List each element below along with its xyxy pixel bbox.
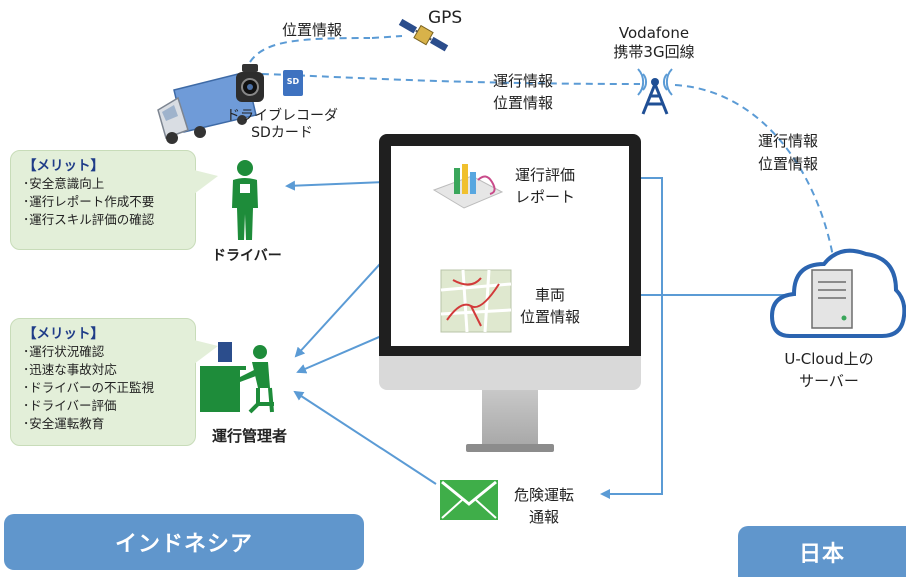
truck-tower-link-1: 運行情報 xyxy=(492,72,553,90)
device-line1: ドライブレコーダ xyxy=(226,108,338,124)
manager-merit-5: ･安全運転教育 xyxy=(23,416,105,431)
report-chart-icon xyxy=(432,164,504,209)
alert-label: 危険運転 通報 xyxy=(504,484,584,528)
manager-merit-3: ･ドライバーの不正監視 xyxy=(23,380,155,395)
monitor-stand-neck xyxy=(482,390,538,444)
alert-line2: 通報 xyxy=(528,508,559,526)
map-icon xyxy=(440,269,512,333)
driver-person-icon xyxy=(232,160,258,240)
manager-merit-4: ･ドライバー評価 xyxy=(23,398,117,413)
monitor-chin xyxy=(379,356,641,390)
driver-merit-1: ･安全意識向上 xyxy=(23,176,105,191)
truck-tower-link-2: 位置情報 xyxy=(492,94,553,112)
alert-line1: 危険運転 xyxy=(513,486,574,504)
manager-merit-title: 【メリット】 xyxy=(23,326,104,342)
cloud-line2: サーバー xyxy=(799,372,859,390)
device-line2: SDカード xyxy=(251,125,313,141)
satellite-icon xyxy=(397,17,450,53)
driver-callout-tail xyxy=(194,170,218,194)
dashcam-icon xyxy=(236,64,264,102)
driver-merit-title: 【メリット】 xyxy=(23,158,104,174)
network-line: 携帯3G回線 xyxy=(613,43,695,61)
cell-tower-icon xyxy=(637,68,673,115)
driver-merit-2: ･運行レポート作成不要 xyxy=(23,194,155,209)
truck-icon xyxy=(157,71,257,144)
manager-name: 運行管理者 xyxy=(212,427,288,445)
driver-name: ドライバー xyxy=(212,248,282,264)
position-line2: 位置情報 xyxy=(519,308,580,326)
position-label: 車両 位置情報 xyxy=(510,284,590,328)
tower-cloud-link-1: 運行情報 xyxy=(757,132,818,150)
driver-merit-3: ･運行スキル評価の確認 xyxy=(23,212,155,227)
network-operator: Vodafone xyxy=(618,24,690,42)
manager-merit-2: ･迅速な事故対応 xyxy=(23,362,117,377)
tower-cloud-link-label: 運行情報 位置情報 xyxy=(748,130,828,176)
report-line1: 運行評価 xyxy=(514,166,575,184)
truck-tower-link-label: 運行情報 位置情報 xyxy=(478,70,568,114)
link-tower-cloud xyxy=(674,84,836,269)
link-truck-tower xyxy=(261,73,641,85)
network-label: Vodafone 携帯3G回線 xyxy=(604,24,704,62)
tower-cloud-link-2: 位置情報 xyxy=(757,155,818,173)
region-indonesia-label: インドネシア xyxy=(114,532,253,557)
sd-card-icon: SD xyxy=(283,70,303,96)
driver-merit-box: 【メリット】 ･安全意識向上 ･運行レポート作成不要 ･運行スキル評価の確認 xyxy=(10,150,196,250)
gps-link-label: 位置情報 xyxy=(282,21,343,39)
manager-merit-box: 【メリット】 ･運行状況確認 ･迅速な事故対応 ･ドライバーの不正監視 ･ドライ… xyxy=(10,318,196,446)
cloud-line1: U-Cloud上の xyxy=(784,350,874,368)
position-line1: 車両 xyxy=(534,286,565,304)
link-gps-truck xyxy=(249,37,371,63)
cloud-server-icon xyxy=(769,248,906,338)
region-japan-label: 日本 xyxy=(798,541,845,567)
monitor-stand-base xyxy=(466,444,554,452)
region-indonesia-panel: インドネシア xyxy=(4,514,364,570)
link-gps-satellite xyxy=(371,35,403,39)
region-japan-panel: 日本 xyxy=(738,526,906,577)
report-label: 運行評価 レポート xyxy=(505,164,585,208)
sd-card-text: SD xyxy=(286,77,300,86)
arrow-alert-to-manager xyxy=(293,390,437,485)
email-icon xyxy=(440,480,498,520)
report-line2: レポート xyxy=(514,188,575,206)
manager-merit-1: ･運行状況確認 xyxy=(23,344,105,359)
device-label: ドライブレコーダ SDカード xyxy=(222,108,342,142)
cloud-label: U-Cloud上の サーバー xyxy=(764,348,894,392)
gps-label: GPS xyxy=(428,8,463,28)
manager-callout-tail xyxy=(194,340,218,364)
manager-person-icon xyxy=(200,342,274,414)
